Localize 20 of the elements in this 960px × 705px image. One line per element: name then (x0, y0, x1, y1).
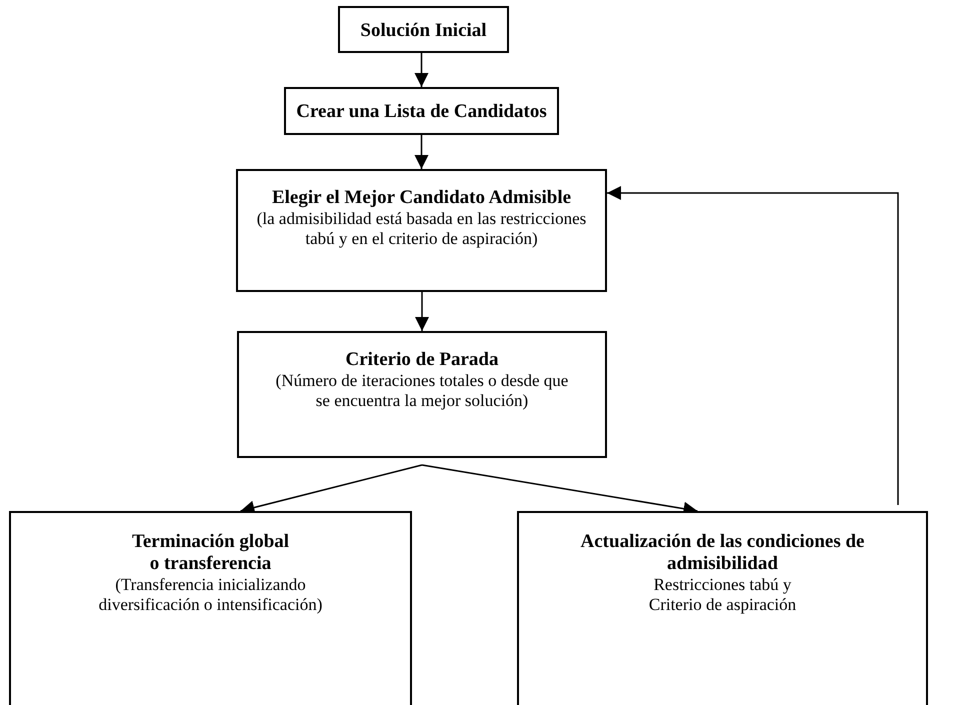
node-title: Actualización de las condiciones de admisibilidad (580, 531, 866, 575)
node-description: (la admisibilidad está basada en las restricciones tabú y en el criterio de aspiración) (256, 209, 588, 249)
arrow (415, 292, 429, 331)
node-description: Restricciones tabú y Criterio de aspiración (648, 575, 798, 615)
node-title: Criterio de Parada (345, 349, 498, 371)
node-title: Solución Inicial (360, 20, 487, 42)
node-description: (Número de iteraciones totales o desde que se encuentra la mejor solución) (274, 371, 570, 411)
process-box (338, 6, 509, 53)
arrow (414, 53, 428, 87)
process-box (284, 87, 559, 135)
arrow (607, 186, 899, 505)
process-box (237, 331, 607, 458)
process-box (9, 511, 412, 705)
process-box (517, 511, 928, 705)
node-description: (Transferencia inicializando diversificación o intensificación) (98, 575, 324, 615)
process-box (236, 169, 607, 292)
node-title: Terminación global o transferencia (130, 531, 290, 575)
arrow (414, 135, 428, 169)
node-title: Elegir el Mejor Candidato Admisible (272, 187, 572, 209)
node-title: Crear una Lista de Candidatos (296, 101, 547, 123)
